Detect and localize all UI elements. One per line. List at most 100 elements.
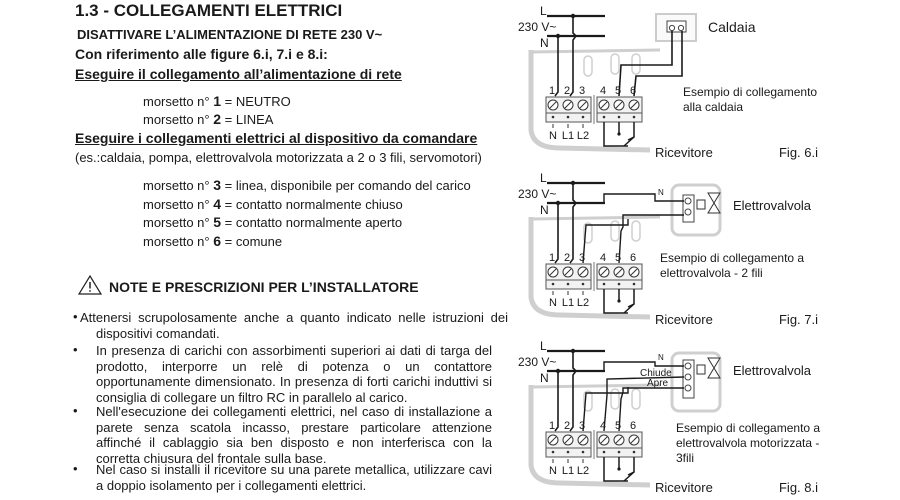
- device-description: Esempio di collegamento: [683, 85, 817, 99]
- terminal-dot: [551, 282, 555, 286]
- terminal-label: N: [549, 130, 557, 142]
- terminal-screw: [628, 266, 640, 278]
- wire-label-n: N: [658, 353, 664, 362]
- terminal-block-base: [596, 112, 643, 123]
- note-item: In presenza di carichi con assorbimenti …: [96, 343, 492, 405]
- terminal-label: L2: [577, 465, 589, 477]
- terminal-label: N: [549, 297, 557, 309]
- terminal-1-row: morsetto n° 1 = NEUTRO: [143, 93, 291, 109]
- terminal-number: 1: [549, 85, 555, 97]
- terminal-number: 4: [213, 196, 222, 212]
- screw-slot: [549, 436, 557, 444]
- valve-screw: [684, 384, 692, 392]
- terminal-desc: = contatto normalmente chiuso: [221, 197, 403, 212]
- terminal-label: L1: [562, 465, 574, 477]
- note-item: Attenersi scrupolosamente anche a quanto…: [80, 310, 508, 341]
- screw-slot: [615, 268, 623, 276]
- screw-slot: [630, 268, 638, 276]
- terminal-5-row: morsetto n° 5 = contatto normalmente ape…: [143, 214, 402, 230]
- screw-slot: [600, 268, 608, 276]
- screw-slot: [549, 268, 557, 276]
- terminal-screw: [547, 266, 559, 278]
- relay-contact-dot: [617, 299, 621, 303]
- bullet-icon: •: [73, 461, 78, 476]
- terminal-dot: [632, 115, 636, 119]
- valve-box: [670, 183, 722, 237]
- terminal-number: 3: [579, 420, 585, 432]
- bullet-icon: •: [73, 309, 78, 324]
- terminal-block-base: [545, 112, 592, 123]
- terminal-block-base: [596, 279, 643, 290]
- screw-slot: [564, 101, 572, 109]
- neutral-label: N: [540, 36, 549, 50]
- disconnect-warning: DISATTIVARE L’ALIMENTAZIONE DI RETE 230 …: [77, 27, 383, 42]
- terminal-screw: [598, 99, 610, 111]
- wire-neutral-to-1: [554, 203, 559, 264]
- valve-box: [670, 351, 722, 413]
- line-label: L: [540, 339, 547, 353]
- terminal-screw: [613, 266, 625, 278]
- receiver-housing-top: [530, 215, 661, 221]
- boiler-screw: [668, 24, 676, 32]
- terminal-label: L1: [562, 297, 574, 309]
- screw-slot: [630, 101, 638, 109]
- junction-dot: [570, 348, 576, 354]
- terminal-screw: [613, 99, 625, 111]
- terminal-number: 6: [630, 420, 636, 432]
- boiler-terminal: [666, 20, 687, 33]
- valve-screw: [684, 373, 692, 381]
- terminal-prefix: morsetto n°: [143, 197, 214, 212]
- terminal-number: 3: [213, 177, 222, 193]
- terminal-number: 3: [579, 85, 585, 97]
- relay-wire: [603, 457, 628, 482]
- terminal-desc: = linea, disponibile per comando del car…: [221, 178, 471, 193]
- screw-slot: [579, 268, 587, 276]
- terminal-number: 4: [600, 420, 606, 432]
- mounting-slot: [583, 55, 593, 77]
- valve-icon: [707, 357, 721, 379]
- terminal-number: 1: [549, 252, 555, 264]
- device-name: Elettrovalvola: [733, 363, 812, 378]
- junction-dot: [555, 200, 561, 206]
- receiver-label: Ricevitore: [655, 480, 713, 495]
- warning-triangle-icon: [77, 274, 103, 300]
- terminal-dot: [617, 282, 621, 286]
- screw-slot: [564, 436, 572, 444]
- neutral-label: N: [540, 203, 549, 217]
- mounting-slot: [583, 222, 593, 244]
- receiver-housing: [528, 385, 651, 488]
- terminal-screw: [562, 266, 574, 278]
- terminal-dot: [566, 115, 570, 119]
- screw-slot: [579, 436, 587, 444]
- terminal-prefix: morsetto n°: [143, 178, 214, 193]
- wire-neutral-to-valve: [603, 193, 684, 203]
- terminal-block: [545, 431, 592, 449]
- terminal-number: 4: [600, 252, 606, 264]
- terminal-dot: [602, 450, 606, 454]
- terminal-block: [596, 263, 643, 281]
- mounting-slot: [610, 53, 620, 75]
- relay-contact-dot: [617, 467, 621, 471]
- boiler-box: [655, 13, 697, 42]
- terminal-screw: [577, 434, 589, 446]
- valve-terminal: [682, 194, 695, 223]
- terminal-desc: = contatto normalmente aperto: [221, 215, 403, 230]
- terminal-screw: [562, 434, 574, 446]
- mounting-slot: [631, 53, 641, 75]
- terminal-number: 3: [579, 252, 585, 264]
- wire-3-to-common: [582, 387, 629, 432]
- wire-4-close: [603, 376, 685, 432]
- device-name: Caldaia: [708, 19, 756, 35]
- terminal-desc: = LINEA: [221, 112, 274, 127]
- wire-label-n: N: [658, 188, 664, 197]
- voltage-label: 230 V~: [518, 355, 556, 369]
- terminal-block: [596, 431, 643, 449]
- terminal-number: 5: [615, 252, 621, 264]
- terminal-label: L2: [577, 130, 589, 142]
- terminal-screw: [577, 99, 589, 111]
- terminal-label: N: [549, 465, 557, 477]
- terminal-screw: [577, 266, 589, 278]
- terminal-block: [545, 96, 592, 114]
- figures-reference: Con riferimento alle figure 6.i, 7.i e 8…: [75, 46, 328, 62]
- wire-line-to-2: [569, 351, 578, 432]
